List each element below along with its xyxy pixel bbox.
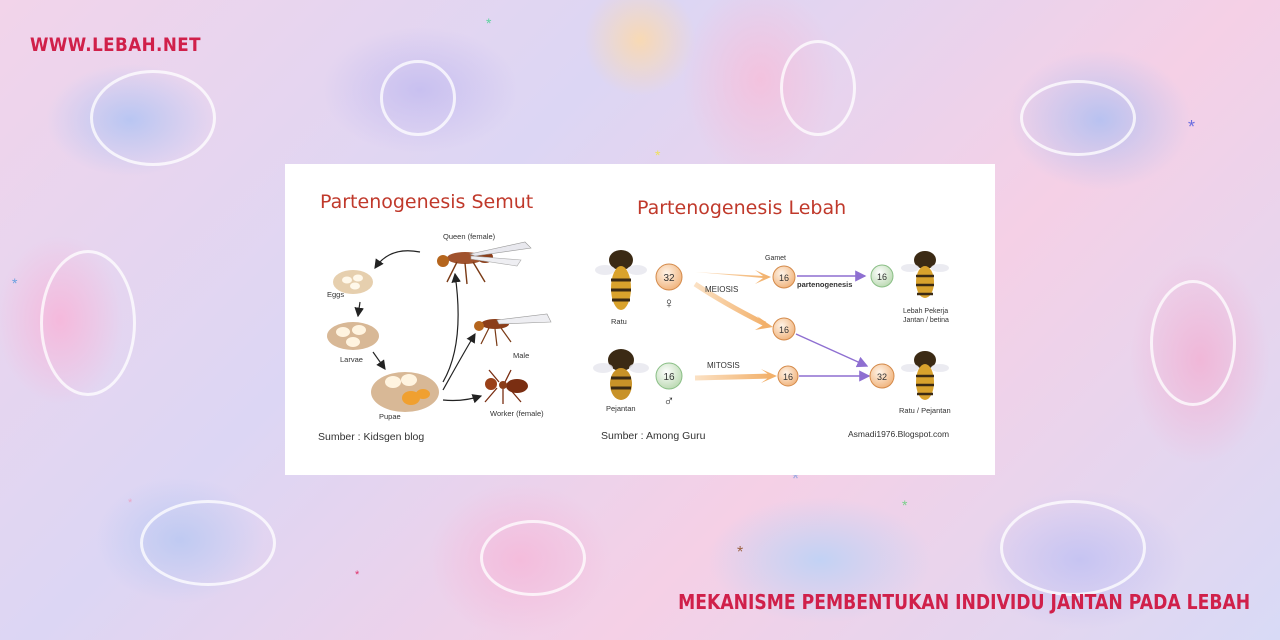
sparkle-icon: * [737,546,743,560]
page-headline: MEKANISME PEMBENTUKAN INDIVIDU JANTAN PA… [678,590,1250,614]
queen-drone-bee-image [901,351,949,400]
pupae-label: Pupae [379,412,401,421]
worker-label: Worker (female) [490,409,544,418]
queen-ant-image [437,242,531,284]
larvae-image [327,322,379,350]
male-bee-image [593,349,649,400]
male-label: Male [513,351,529,360]
parthenogenesis-diagram: Partenogenesis Semut Queen (female) Eggs… [285,164,995,475]
sparkle-icon: * [486,16,491,30]
bee-source: Sumber : Among Guru [601,430,706,442]
partenogenesis-label: partenogenesis [797,280,852,289]
sparkle-icon: * [355,568,359,582]
result-worker-value: 16 [877,272,887,282]
male-ant-image [474,314,551,346]
ant-diagram-title: Partenogenesis Semut [320,191,533,213]
larvae-label: Larvae [340,355,363,364]
marble-swirl [40,250,136,396]
sparkle-icon: * [655,148,660,162]
marble-swirl [1020,80,1136,156]
diagram-credit: Asmadi1976.Blogspot.com [848,429,949,439]
marble-swirl [780,40,856,136]
worker-bee-image [901,251,949,298]
queen-label: Queen (female) [443,232,496,241]
worker-ant-image [485,370,528,404]
eggs-label: Eggs [327,290,344,299]
result-queen-label: Ratu / Pejantan [899,406,951,415]
result-worker-label-2: Jantan / betina [903,317,949,324]
marble-swirl [90,70,216,166]
male-bee-label: Pejantan [606,404,636,413]
male-symbol-icon: ♂ [663,393,674,410]
marble-swirl [480,520,586,596]
result-queen-value: 32 [877,372,887,382]
queen-bee-image [595,250,647,310]
marble-swirl [380,60,456,136]
meiosis-label: MEIOSIS [705,285,738,294]
fusion-arrows [796,276,869,376]
site-name[interactable]: WWW.LEBAH.NET [30,34,201,56]
gamete-value-top: 16 [779,273,789,283]
sparkle-icon: * [12,276,17,290]
result-worker-label-1: Lebah Pekerja [903,308,948,315]
mitosis-label: MITOSIS [707,361,740,370]
sparkle-icon: * [1188,120,1195,134]
bee-diagram-title: Partenogenesis Lebah [637,197,846,219]
male-chromosome-value: 16 [663,372,675,383]
female-symbol-icon: ♀ [663,295,674,312]
marble-swirl [1150,280,1236,406]
marble-swirl [1000,500,1146,596]
marble-swirl [140,500,276,586]
diagram-card: Partenogenesis Semut Queen (female) Eggs… [285,164,995,475]
pupae-image [371,372,439,412]
sparkle-icon: * [128,496,132,510]
gamete-value-middle: 16 [779,325,789,335]
gamete-value-bottom: 16 [783,372,793,382]
gamet-label: Gamet [765,255,786,262]
queen-bee-label: Ratu [611,317,627,326]
queen-chromosome-value: 32 [663,273,675,284]
sparkle-icon: * [902,498,907,512]
ant-source: Sumber : Kidsgen blog [318,431,424,443]
